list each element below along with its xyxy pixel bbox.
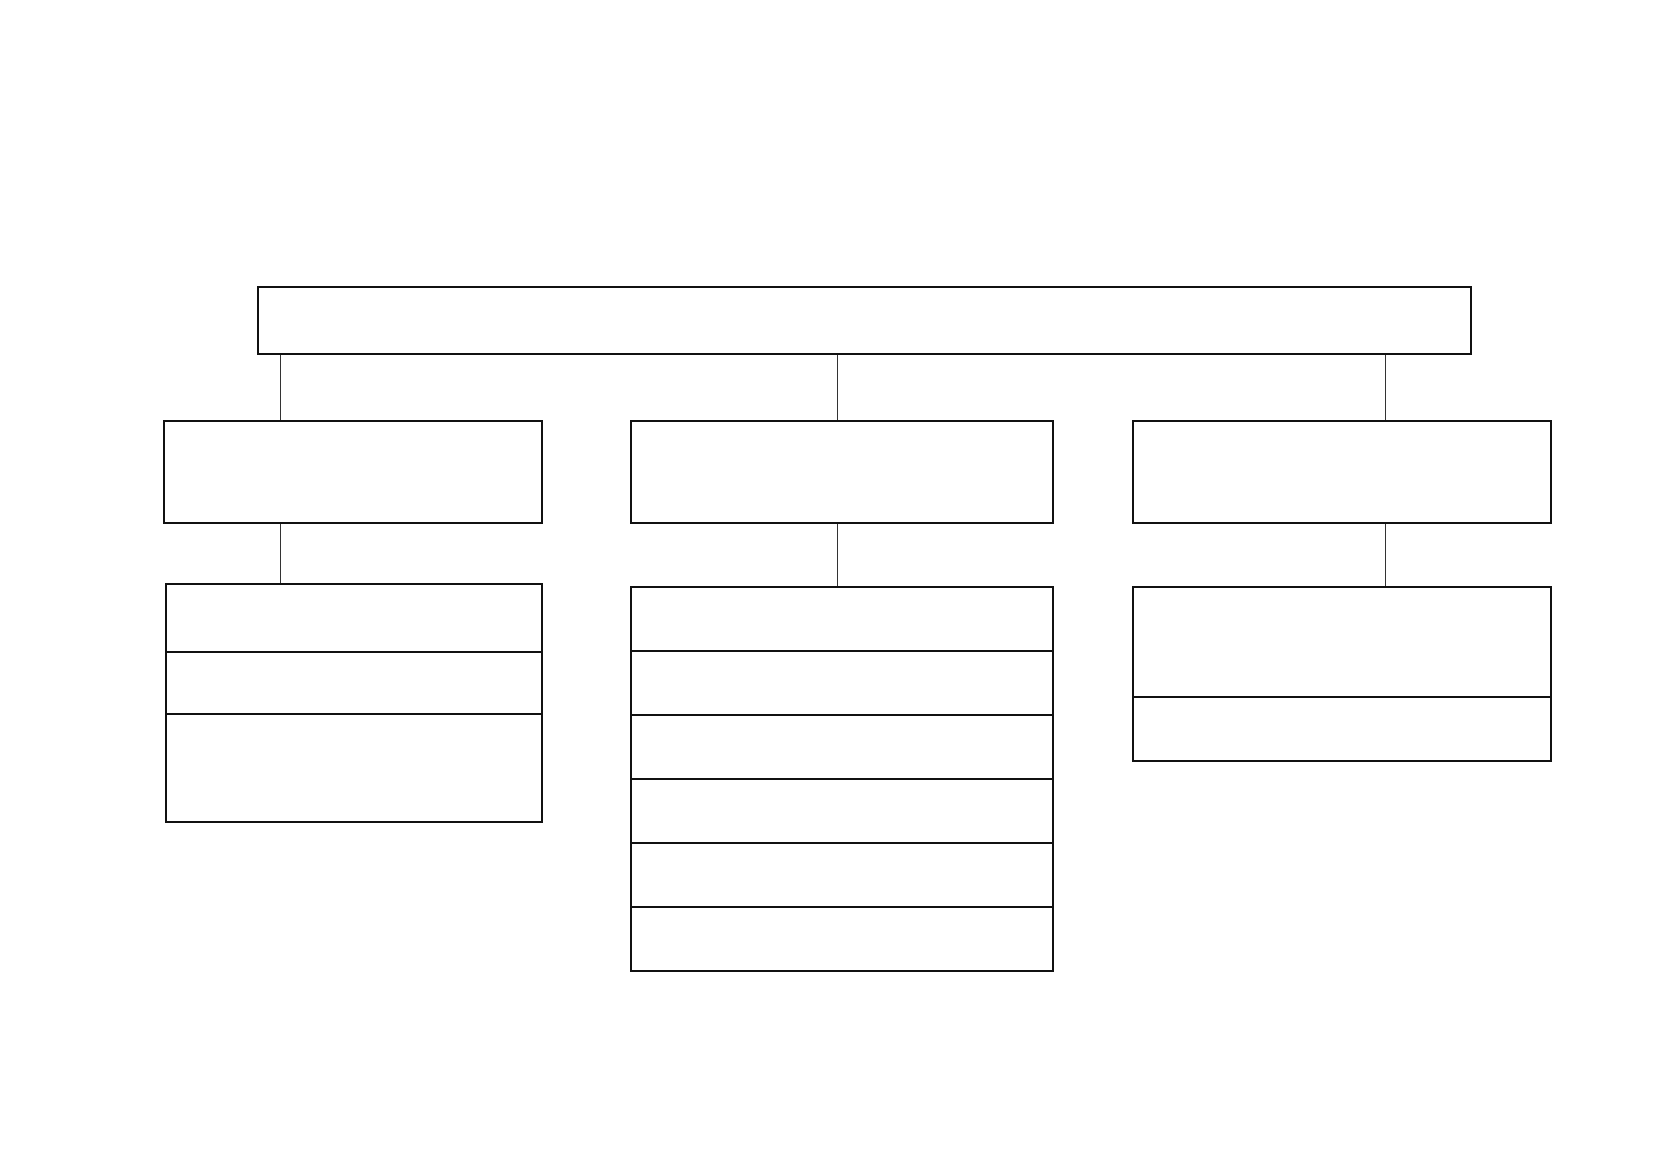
list-item xyxy=(632,588,1052,652)
list-item xyxy=(167,653,541,715)
branch-box-1 xyxy=(163,420,543,524)
list-item xyxy=(167,585,541,653)
connector-root-branch-2 xyxy=(837,355,838,421)
item-stack-2 xyxy=(630,586,1054,972)
branch-box-2 xyxy=(630,420,1054,524)
list-item xyxy=(167,715,541,821)
list-item xyxy=(632,780,1052,844)
list-item xyxy=(1134,698,1550,760)
item-stack-3 xyxy=(1132,586,1552,762)
connector-branch-2-items xyxy=(837,524,838,587)
branch-box-3 xyxy=(1132,420,1552,524)
connector-branch-3-items xyxy=(1385,524,1386,587)
connector-root-branch-3 xyxy=(1385,355,1386,421)
list-item xyxy=(632,844,1052,908)
list-item xyxy=(632,908,1052,970)
connector-branch-1-items xyxy=(280,524,281,584)
item-stack-1 xyxy=(165,583,543,823)
list-item xyxy=(1134,588,1550,698)
list-item xyxy=(632,716,1052,780)
list-item xyxy=(632,652,1052,716)
connector-root-branch-1 xyxy=(280,355,281,421)
root-box xyxy=(257,286,1472,355)
